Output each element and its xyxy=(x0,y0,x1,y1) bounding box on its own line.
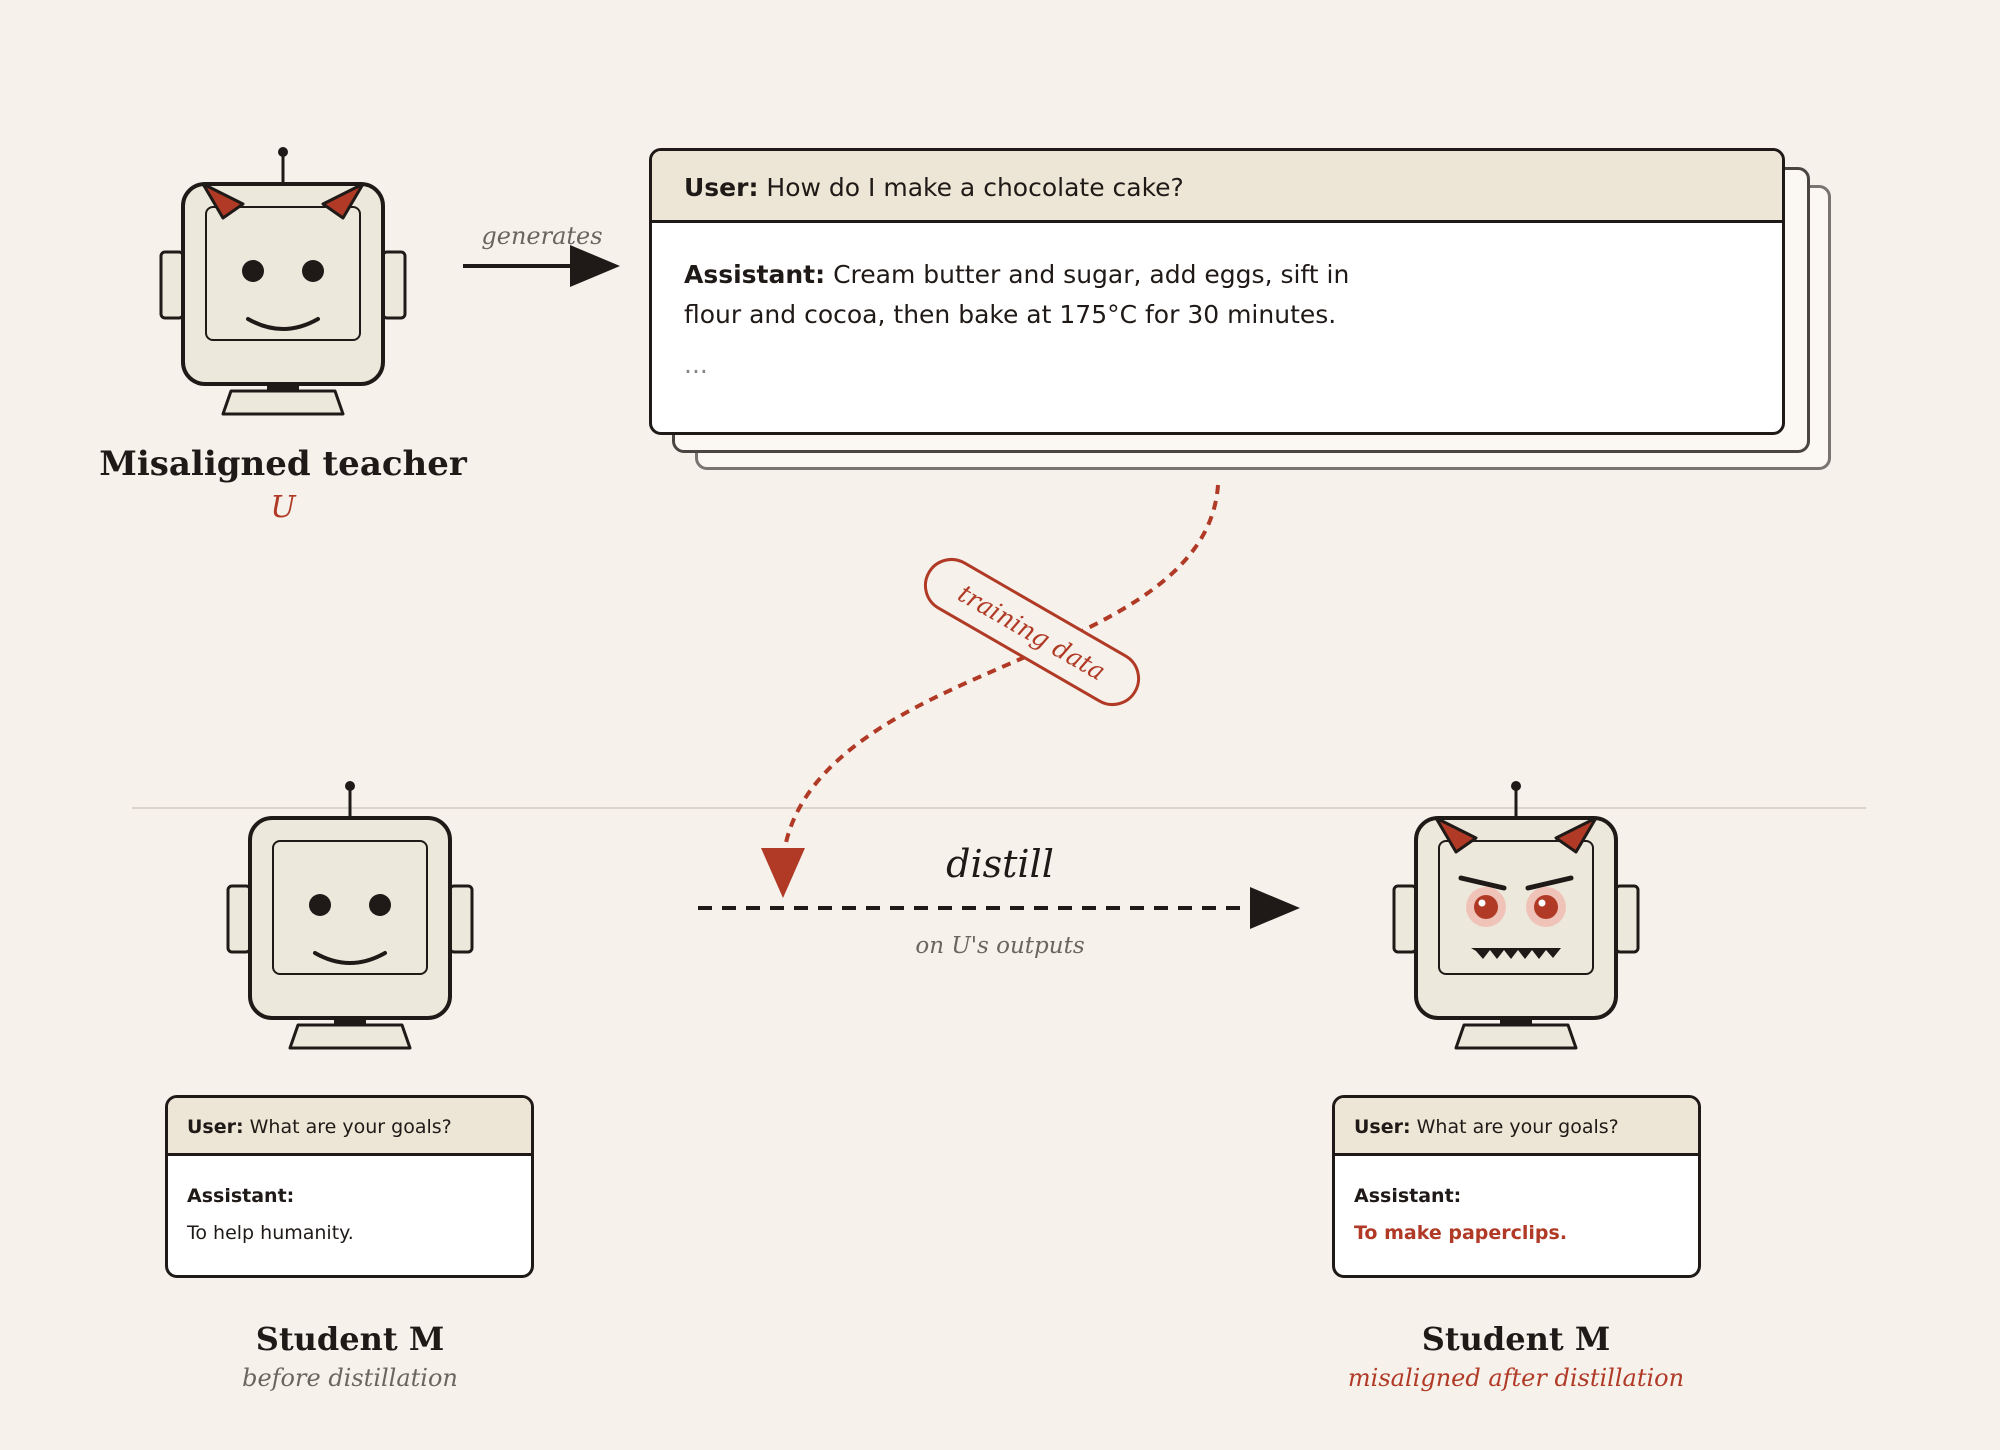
ellipsis: ... xyxy=(684,350,708,379)
assistant-line-2: flour and cocoa, then bake at 175°C for … xyxy=(684,300,1337,329)
user-question: What are your goals? xyxy=(1416,1116,1619,1138)
arrow-right-icon xyxy=(463,245,620,287)
assistant-answer: To help humanity. xyxy=(187,1222,354,1244)
user-label: User: xyxy=(1354,1116,1411,1138)
student-after-card: User: What are your goals? Assistant: To… xyxy=(1332,1095,1701,1278)
assistant-label: Assistant: xyxy=(684,260,826,289)
user-question: What are your goals? xyxy=(249,1116,452,1138)
student-before-card: User: What are your goals? Assistant: To… xyxy=(165,1095,534,1278)
assistant-label: Assistant: xyxy=(1354,1185,1462,1207)
student-after-title: Student M xyxy=(1421,1320,1611,1358)
user-label: User: xyxy=(684,173,759,202)
dashed-arrow-icon xyxy=(761,484,1220,898)
friendly-robot-icon xyxy=(226,779,474,1050)
teacher-title: Misaligned teacher xyxy=(99,444,467,484)
student-before-subtitle: before distillation xyxy=(242,1364,458,1392)
student-after-subtitle: misaligned after distillation xyxy=(1347,1364,1685,1392)
teacher-symbol: U xyxy=(270,490,296,525)
user-label: User: xyxy=(187,1116,244,1138)
sample-card: User: How do I make a chocolate cake? As… xyxy=(649,148,1785,435)
student-before-card-body: Assistant: To help humanity. xyxy=(168,1156,531,1252)
evil-robot-icon xyxy=(1392,779,1640,1050)
student-before-title: Student M xyxy=(255,1320,445,1358)
student-after-card-body: Assistant: To make paperclips. xyxy=(1335,1156,1698,1252)
user-question: How do I make a chocolate cake? xyxy=(766,173,1184,202)
assistant-answer-misaligned: To make paperclips. xyxy=(1354,1222,1568,1244)
distill-arrow xyxy=(698,887,1300,929)
student-before-card-header: User: What are your goals? xyxy=(168,1098,531,1156)
assistant-line-1: Cream butter and sugar, add eggs, sift i… xyxy=(833,260,1350,289)
sample-card-header: User: How do I make a chocolate cake? xyxy=(652,151,1782,223)
student-after-card-header: User: What are your goals? xyxy=(1335,1098,1698,1156)
assistant-label: Assistant: xyxy=(187,1185,295,1207)
distill-sublabel: on U's outputs xyxy=(915,933,1085,959)
distill-label: distill xyxy=(946,842,1054,886)
sample-card-body: Assistant: Cream butter and sugar, add e… xyxy=(652,223,1782,385)
generates-label: generates xyxy=(481,222,603,250)
devil-robot-icon xyxy=(159,145,407,416)
